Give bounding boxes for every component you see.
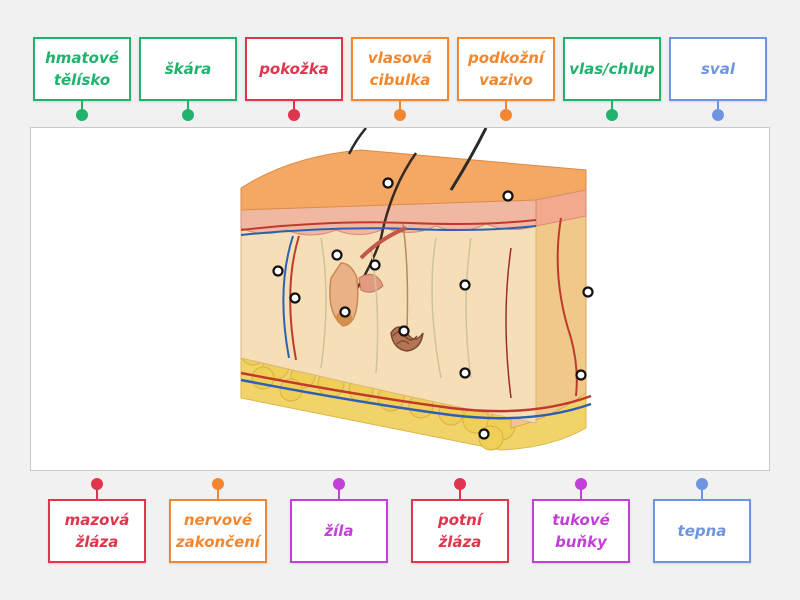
connector-dot	[76, 109, 88, 121]
connector-dot	[91, 478, 103, 490]
muscle-strand	[359, 226, 407, 260]
draggable-label[interactable]: nervové zakončení	[169, 499, 267, 563]
connector-dot	[500, 109, 512, 121]
label-connector	[187, 101, 189, 113]
hair-icon	[347, 128, 367, 155]
marker-point[interactable]	[289, 292, 301, 304]
connector-dot	[454, 478, 466, 490]
connector-dot	[575, 478, 587, 490]
label-connector	[459, 486, 461, 500]
marker-point[interactable]	[582, 286, 594, 298]
marker-point[interactable]	[478, 428, 490, 440]
marker-point[interactable]	[369, 259, 381, 271]
marker-point[interactable]	[382, 177, 394, 189]
label-connector	[217, 486, 219, 500]
draggable-label[interactable]: vlasová cibulka	[351, 37, 449, 101]
connector-dot	[606, 109, 618, 121]
draggable-label[interactable]: vlas/chlup	[563, 37, 661, 101]
connector-dot	[696, 478, 708, 490]
draggable-label[interactable]: žíla	[290, 499, 388, 563]
artery-line	[240, 219, 537, 231]
draggable-label[interactable]: pokožka	[245, 37, 343, 101]
label-connector	[96, 486, 98, 500]
nerve-fibres	[320, 237, 472, 379]
label-connector	[701, 486, 703, 500]
marker-point[interactable]	[502, 190, 514, 202]
draggable-label[interactable]: tepna	[653, 499, 751, 563]
marker-point[interactable]	[339, 306, 351, 318]
marker-point[interactable]	[459, 279, 471, 291]
connector-dot	[333, 478, 345, 490]
marker-point[interactable]	[459, 367, 471, 379]
vein-line	[240, 225, 537, 236]
connector-dot	[712, 109, 724, 121]
label-connector	[717, 101, 719, 113]
label-connector	[580, 486, 582, 500]
label-connector	[399, 101, 401, 113]
marker-point[interactable]	[272, 265, 284, 277]
draggable-label[interactable]: hmatové tělísko	[33, 37, 131, 101]
skin-cross-section-icon	[240, 128, 594, 451]
draggable-label[interactable]: potní žláza	[411, 499, 509, 563]
draggable-label[interactable]: škára	[139, 37, 237, 101]
marker-point[interactable]	[575, 369, 587, 381]
draggable-label[interactable]: podkožní vazivo	[457, 37, 555, 101]
connector-dot	[182, 109, 194, 121]
draggable-label[interactable]: mazová žláza	[48, 499, 146, 563]
sebaceous-gland	[358, 273, 384, 293]
hair-follicle	[329, 262, 359, 327]
skin-surface	[240, 149, 587, 211]
marker-point[interactable]	[398, 325, 410, 337]
draggable-label[interactable]: sval	[669, 37, 767, 101]
hair-icon	[449, 128, 488, 191]
connector-dot	[394, 109, 406, 121]
label-connector	[81, 101, 83, 113]
diagram-panel	[30, 127, 770, 471]
label-connector	[338, 486, 340, 500]
marker-point[interactable]	[331, 249, 343, 261]
connector-dot	[288, 109, 300, 121]
draggable-label[interactable]: tukové buňky	[532, 499, 630, 563]
label-connector	[611, 101, 613, 113]
label-connector	[293, 101, 295, 113]
connector-dot	[212, 478, 224, 490]
label-connector	[505, 101, 507, 113]
